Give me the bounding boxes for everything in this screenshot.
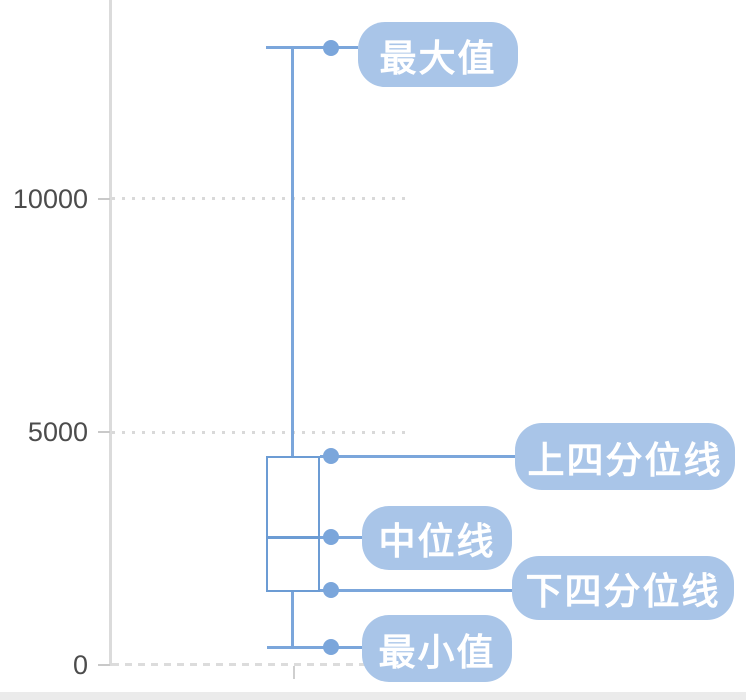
median-connector (320, 536, 362, 539)
min-whisker-cap-connector (267, 646, 362, 649)
y-tick-mark-0 (98, 664, 110, 666)
max-marker-dot (323, 40, 339, 56)
median-marker-dot (323, 529, 339, 545)
x-axis-tick-mark (293, 666, 295, 679)
upper-whisker-line (291, 48, 294, 457)
bottom-edge-strip (0, 692, 746, 700)
gridline-5000 (112, 431, 408, 434)
y-tick-label-10000: 10000 (12, 184, 88, 214)
gridline-zero (112, 663, 408, 666)
y-axis-line (109, 0, 112, 666)
max-whisker-cap-connector (266, 46, 358, 49)
y-tick-mark-10000 (98, 198, 110, 200)
y-tick-mark-5000 (98, 431, 110, 433)
min-marker-dot (323, 639, 339, 655)
median-callout-label: 中位线 (362, 506, 512, 570)
upper-quartile-callout-label: 上四分位线 (515, 423, 735, 490)
lower-quartile-marker-dot (323, 582, 339, 598)
max-callout-label: 最大值 (358, 22, 518, 87)
upper-quartile-marker-dot (323, 448, 339, 464)
lower-whisker-line (291, 592, 294, 648)
median-line (266, 536, 320, 539)
min-callout-label: 最小值 (362, 615, 512, 682)
lower-quartile-connector (320, 589, 512, 592)
y-tick-label-5000: 5000 (27, 417, 88, 447)
y-tick-label-0: 0 (72, 650, 88, 680)
iqr-box (266, 456, 320, 592)
gridline-10000 (112, 197, 408, 200)
upper-quartile-connector (320, 455, 515, 458)
lower-quartile-callout-label: 下四分位线 (512, 556, 734, 620)
